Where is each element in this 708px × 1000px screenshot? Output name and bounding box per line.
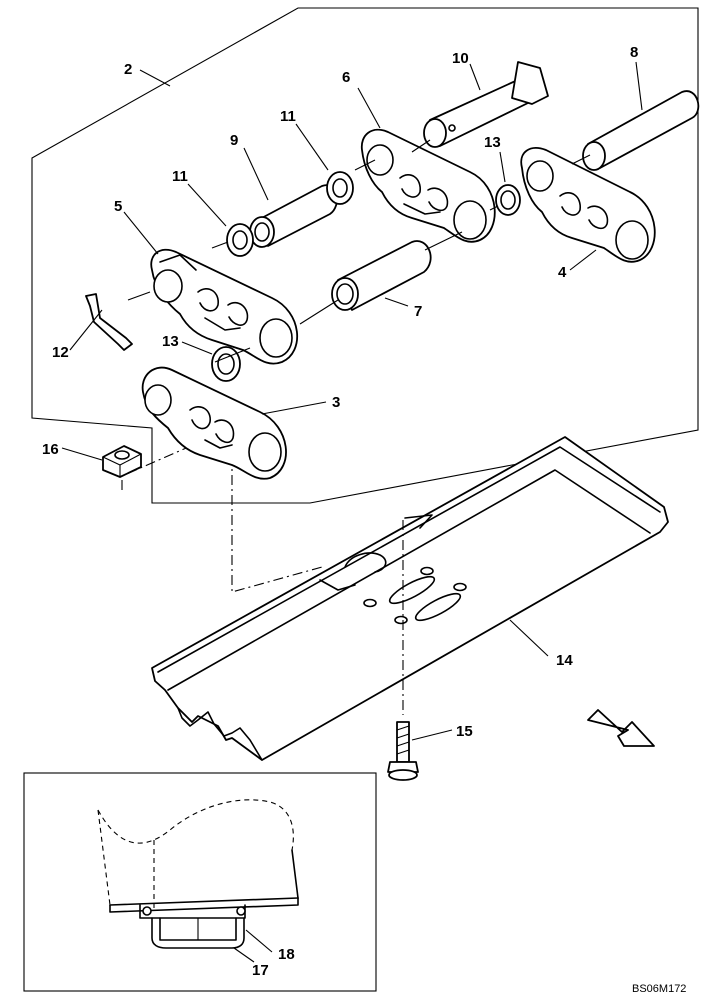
callout-16: 16 (42, 441, 59, 458)
callout-12: 12 (52, 344, 69, 361)
seal-11-right (326, 171, 354, 205)
callout-17: 17 (252, 962, 269, 979)
pin-10 (423, 61, 549, 148)
link-3 (141, 366, 287, 480)
track-shoe (151, 436, 669, 761)
arrow-down-right-icon (587, 709, 655, 747)
bolt (387, 721, 419, 781)
assembly-2-outline (31, 7, 699, 504)
callout-9: 9 (230, 132, 238, 149)
alignment-lines (127, 139, 591, 363)
seal-washer-13-upper (495, 184, 521, 216)
bushing-9 (249, 184, 338, 248)
pin-12 (85, 293, 133, 351)
link-6 (360, 128, 496, 243)
callout-18: 18 (278, 946, 295, 963)
callout-6: 6 (342, 69, 350, 86)
callout-labels: 2 3 4 5 6 7 8 9 10 11 11 12 13 13 14 15 … (42, 44, 638, 979)
leader-lines (61, 61, 643, 741)
seal-washer-13-lower (211, 346, 241, 382)
callout-2: 2 (124, 61, 132, 78)
callout-14: 14 (556, 652, 573, 669)
bushing-7 (331, 240, 432, 311)
callout-5: 5 (114, 198, 122, 215)
detail-inset (23, 772, 377, 992)
callout-11-lower: 11 (172, 168, 188, 185)
callout-7: 7 (414, 303, 422, 320)
callout-4: 4 (558, 264, 567, 281)
callout-10: 10 (452, 50, 469, 67)
link-4 (520, 147, 656, 263)
seal-11-left (226, 223, 254, 257)
drawing-code: BS06M172 (632, 983, 686, 995)
link-5 (150, 248, 298, 365)
leader-17 (233, 947, 255, 963)
callout-8: 8 (630, 44, 638, 61)
callout-13-upper: 13 (484, 134, 501, 151)
pin-8 (582, 90, 700, 171)
callout-3: 3 (332, 394, 340, 411)
nut (102, 445, 142, 478)
callout-11-upper: 11 (280, 108, 296, 125)
callout-15: 15 (456, 723, 473, 740)
callout-13-lower: 13 (162, 333, 179, 350)
leader-18 (245, 929, 273, 953)
